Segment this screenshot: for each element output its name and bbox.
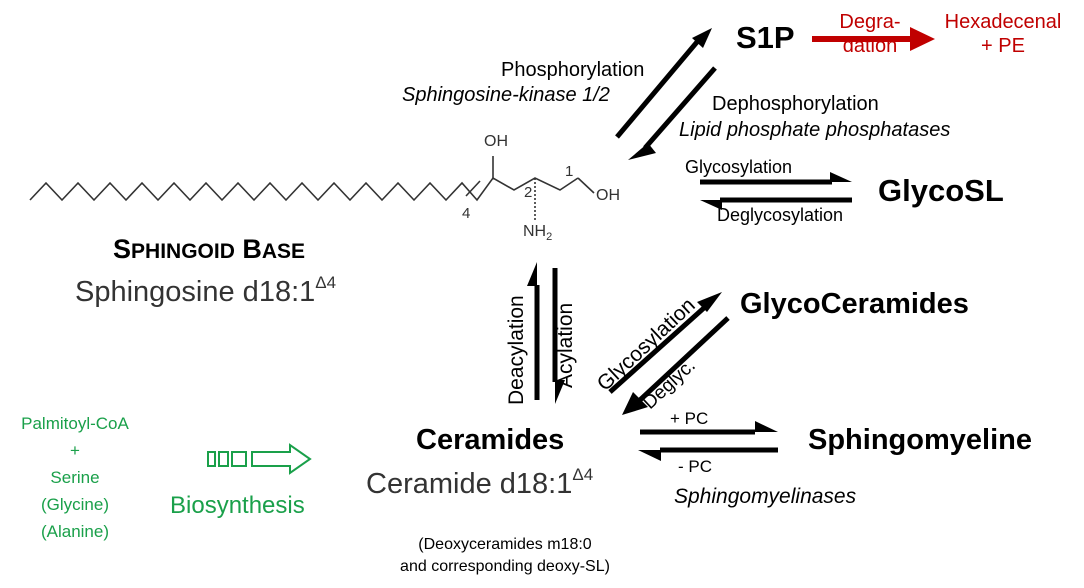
glycosl-label: GlycoSL [878, 173, 1004, 208]
hexadecenal-line2: + PE [981, 35, 1025, 57]
palmitoyl-coa-label: Palmitoyl-CoA [21, 414, 129, 433]
dephosphorylation-label: Dephosphorylation [712, 93, 879, 115]
deglyc-arrow [638, 316, 730, 402]
sphingomyelinases-label: Sphingomyelinases [674, 485, 857, 508]
oh-bond-right [577, 177, 595, 194]
glycine-label: (Glycine) [40, 495, 109, 514]
hexadecenal-line1: Hexadecenal [944, 11, 1062, 33]
glycosylation-arrowhead [830, 172, 852, 182]
carbon-4-label: 4 [462, 205, 471, 222]
minus-pc-arrowhead [638, 450, 661, 461]
sphingoid-base-title: SPHINGOID BASE [113, 236, 305, 263]
deglycosylation-arrowhead [700, 200, 722, 210]
phosphorylation-arrow [615, 40, 699, 139]
alanine-label: (Alanine) [40, 522, 110, 541]
glycosylation-cer-arrow [608, 305, 707, 394]
sphingoid-base-b: B [242, 234, 262, 264]
dephosphorylation-arrowhead [628, 143, 656, 160]
serine-label: Serine [50, 468, 100, 487]
footnote-line1: (Deoxyceramides m18:0 [418, 536, 592, 553]
plus-label: + [70, 441, 80, 460]
sphingosine-label: Sphingosine d18:1Δ4 [75, 274, 336, 307]
sphingosine-superscript: Δ4 [315, 273, 337, 292]
minus-pc-label: - PC [678, 457, 712, 476]
deoxyceramides-footnote: (Deoxyceramides m18:0 and corresponding … [340, 534, 670, 578]
deacylation-arrowhead [527, 262, 537, 286]
acylation-arrowhead [555, 380, 565, 404]
degradation-label: Degra- dation [830, 10, 910, 58]
sphingoid-base-rest2: ASE [261, 240, 306, 263]
plus-pc-arrowhead [755, 421, 778, 432]
biosynthesis-arrow [207, 443, 312, 475]
degradation-line1: Degra- [839, 11, 901, 33]
biosynthesis-substrates: Palmitoyl-CoA + Serine (Glycine) (Alanin… [0, 410, 150, 545]
double-bond [465, 180, 481, 197]
sphingoid-base-rest1: PHINGOID [131, 240, 235, 263]
dephosphorylation-arrow [643, 66, 717, 150]
deglycosylation-label: Deglycosylation [717, 205, 844, 225]
phosphorylation-label: Phosphorylation [501, 59, 645, 81]
footnote-line2: and corresponding deoxy-SL) [400, 558, 610, 575]
biosynthesis-label: Biosynthesis [170, 492, 305, 519]
sphingoid-base-s: S [113, 234, 132, 264]
ceramide-sub-label: Ceramide d18:1Δ4 [366, 466, 593, 499]
degradation-arrowhead [910, 27, 935, 51]
hexadecenal-label: Hexadecenal + PE [928, 10, 1078, 58]
nh2-text: NH [523, 223, 547, 240]
sphingoid-chain [29, 176, 579, 202]
degradation-line2: dation [842, 35, 898, 57]
oh-right-label: OH [596, 187, 620, 204]
sphingosine-text: Sphingosine d18:1 [75, 276, 316, 308]
s1p-label: S1P [736, 20, 795, 55]
nh2-subscript: 2 [546, 231, 553, 244]
ceramides-label: Ceramides [416, 424, 565, 456]
deglyc-label: Deglyc. [639, 355, 700, 414]
oh-top-label: OH [484, 133, 508, 150]
sphingosine-kinase-label: Sphingosine-kinase 1/2 [402, 84, 610, 106]
glycosylation-cer-arrowhead [697, 292, 722, 312]
carbon-2-label: 2 [524, 184, 533, 201]
ceramide-sub-text: Ceramide d18:1 [366, 468, 573, 500]
ceramide-superscript: Δ4 [572, 465, 594, 484]
plus-pc-label: + PC [670, 409, 709, 428]
deacylation-label: Deacylation [505, 295, 528, 405]
glycosylation-top-label: Glycosylation [685, 157, 793, 177]
nh2-label: NH2 [523, 224, 552, 243]
carbon-1-label: 1 [565, 163, 574, 180]
acylation-label: Acylation [554, 303, 577, 388]
glycoceramides-label: GlycoCeramides [740, 288, 969, 320]
sphingomyeline-label: Sphingomyeline [808, 424, 1032, 456]
phosphorylation-arrowhead [692, 28, 712, 48]
lipid-phosphatases-label: Lipid phosphate phosphatases [679, 119, 951, 141]
